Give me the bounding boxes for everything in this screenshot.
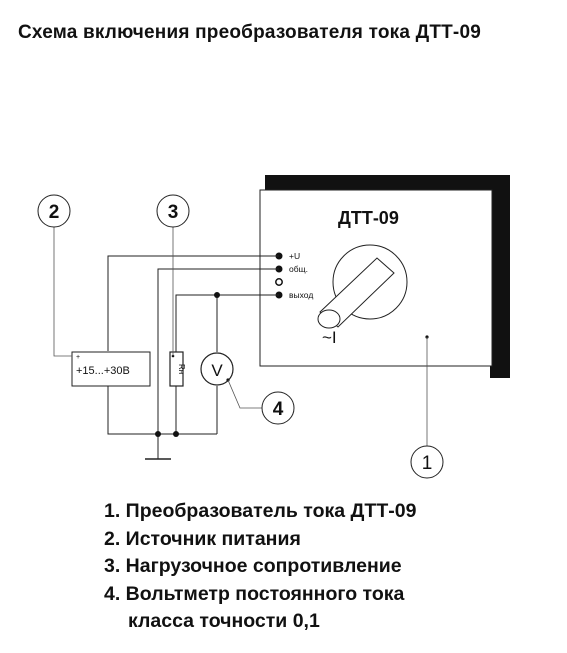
load-resistor: Rн	[169, 351, 186, 387]
power-supply-plus-mark: +	[76, 354, 80, 361]
legend-item-2: 2. Источник питания	[104, 527, 301, 550]
leader-2	[53, 227, 72, 357]
wire-plus-u	[107, 255, 279, 351]
wires	[107, 255, 279, 460]
leader-lines	[53, 227, 428, 446]
callout-1	[410, 445, 444, 479]
legend: 1. Преобразователь тока ДТТ-09 2. Источн…	[104, 498, 416, 636]
junction	[173, 431, 179, 437]
wire-return	[107, 386, 217, 435]
callout-3	[156, 194, 190, 228]
callout-2-label: 2	[49, 202, 60, 223]
resistor-body	[169, 351, 184, 387]
device-name: ДТТ-09	[338, 208, 399, 228]
legend-item-1: 1. Преобразователь тока ДТТ-09	[104, 500, 417, 522]
callout-2	[37, 194, 71, 228]
callout-1-label: 1	[422, 453, 433, 474]
terminal-label-common: общ.	[289, 264, 308, 274]
voltmeter-symbol: V	[211, 361, 223, 380]
wire-common	[157, 268, 279, 434]
callout-4-label: 4	[273, 399, 284, 420]
voltmeter: V	[200, 352, 234, 386]
device-block: ДТТ-09 ~I +U общ. выход	[259, 175, 510, 378]
legend-item-3: 3. Нагрузочное сопротивление	[104, 555, 402, 577]
resistor-label: Rн	[177, 364, 186, 374]
terminal-label-output: выход	[289, 290, 313, 300]
callout-4	[261, 391, 295, 425]
terminal-unused	[275, 278, 283, 286]
terminal-label-plus-u: +U	[289, 251, 300, 261]
page-title: Схема включения преобразователя тока ДТТ…	[18, 22, 481, 43]
junctions	[155, 292, 220, 437]
legend-item-4: 4. Вольтметр постоянного тока	[104, 582, 405, 605]
power-supply: + +15...+30В	[71, 351, 151, 387]
knob-end	[317, 309, 341, 329]
junction	[155, 431, 161, 437]
junction	[214, 292, 220, 298]
voltmeter-circle	[200, 352, 234, 386]
power-supply-box	[71, 351, 151, 387]
current-symbol: ~I	[322, 328, 337, 347]
leader-4	[227, 379, 262, 409]
power-supply-label: +15...+30В	[76, 365, 130, 377]
wire-output	[175, 294, 279, 352]
legend-item-4-continued: класса точности 0,1	[128, 610, 320, 632]
callout-3-label: 3	[168, 202, 179, 223]
callouts: 2 3 4 1	[37, 194, 444, 479]
